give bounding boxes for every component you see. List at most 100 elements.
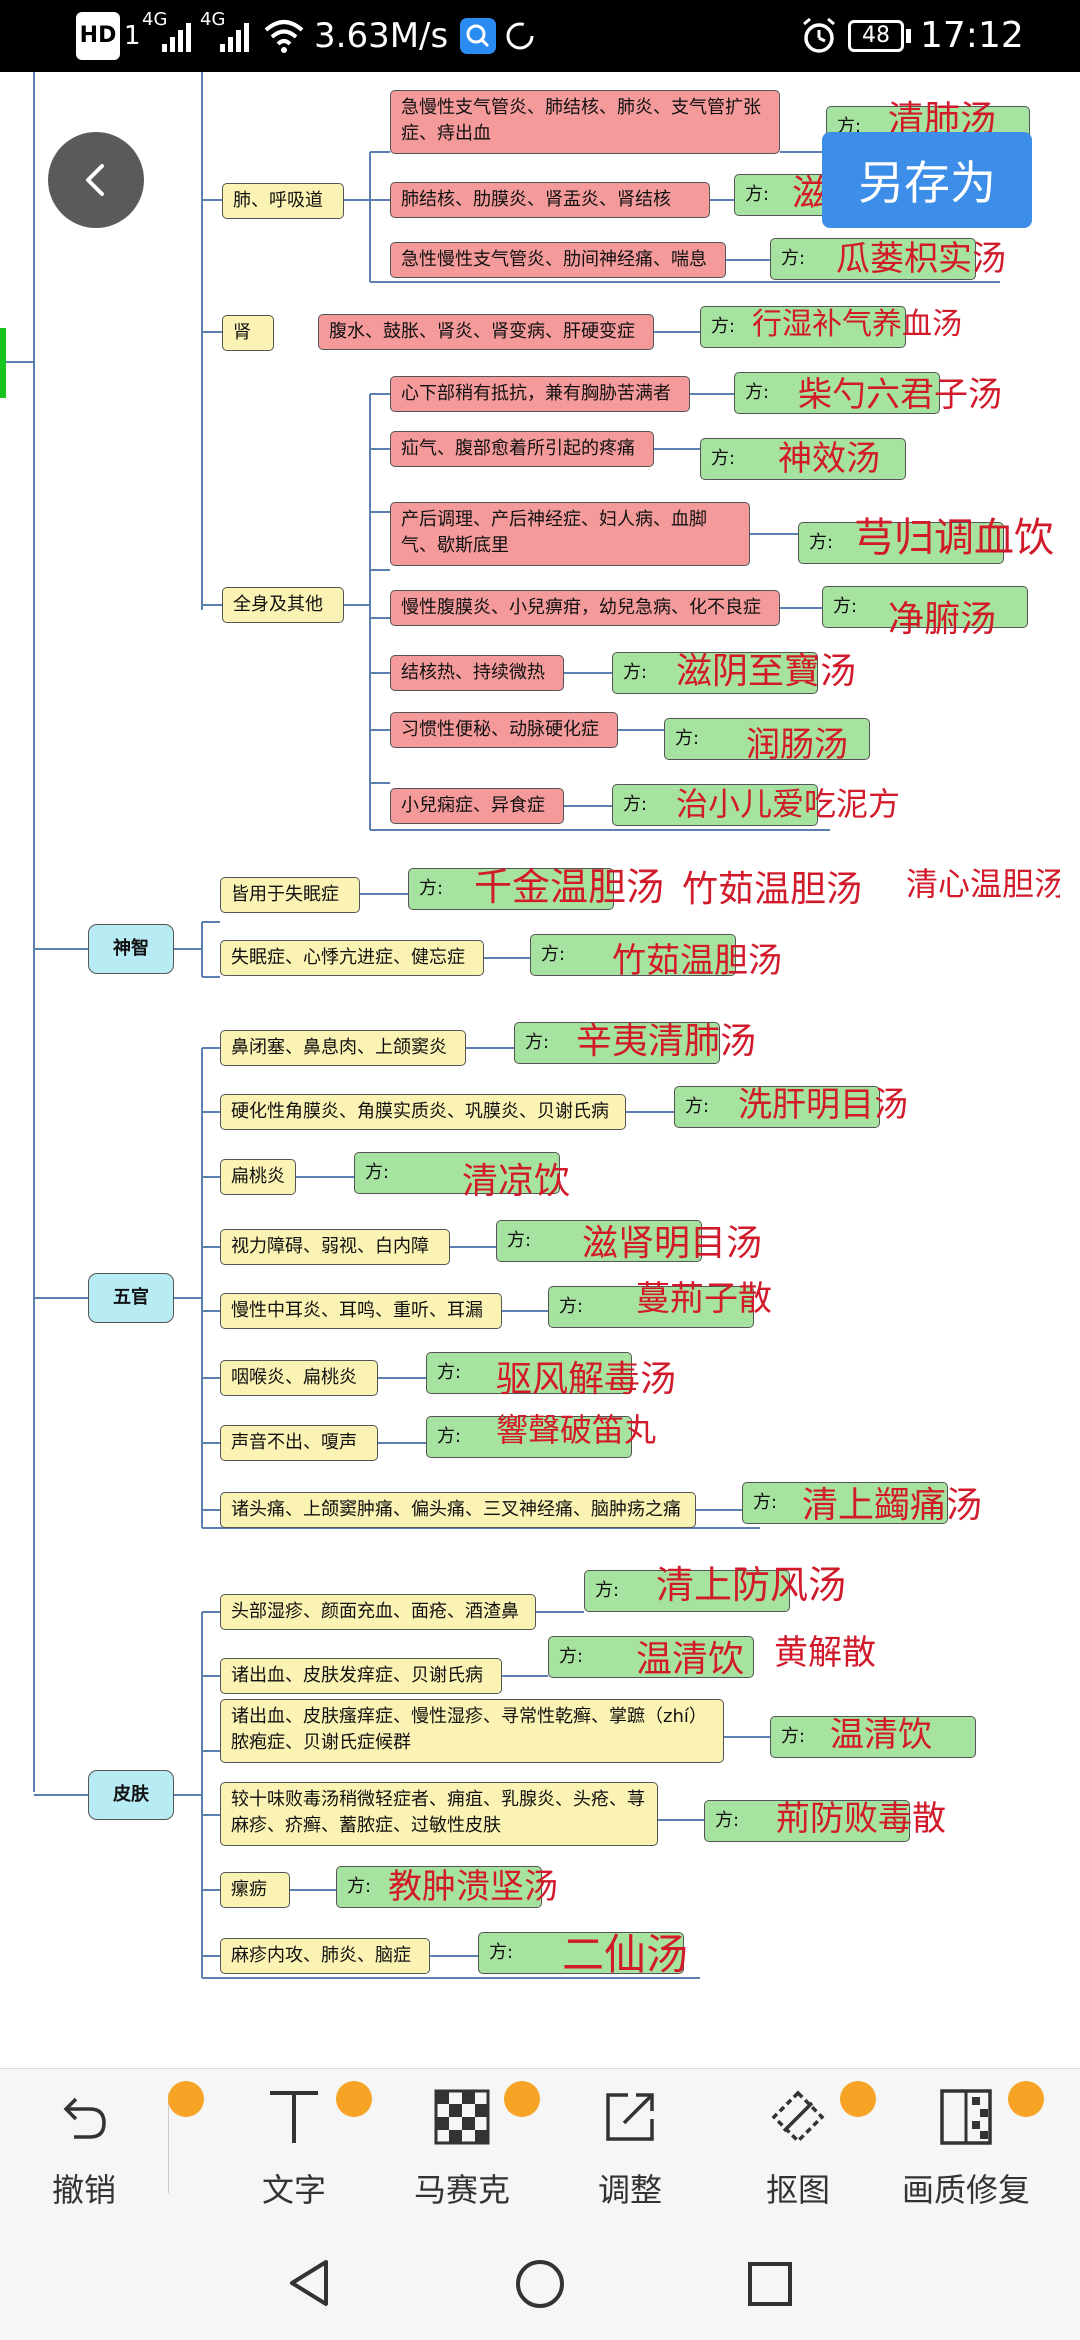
- signal-icon: [162, 23, 191, 52]
- formula-jingfu: 净腑汤: [888, 599, 997, 640]
- premium-crown-icon: [336, 2081, 372, 2117]
- formula-box-erxian: 方:: [478, 1932, 684, 1974]
- rx-prefix: 方:: [833, 596, 858, 617]
- formula-box-runchang: 方:: [664, 718, 870, 760]
- formula-box-gualou: 方:: [770, 238, 976, 280]
- tool-adjust[interactable]: 调整: [546, 2069, 714, 2221]
- save-as-button[interactable]: 另存为: [822, 132, 1032, 228]
- formula-box-jiaozhong: 方:: [336, 1866, 542, 1908]
- sim-indicator: 1: [124, 21, 141, 51]
- tool-undo[interactable]: 撤销: [0, 2069, 168, 2221]
- formula-box-jingfang: 方:: [704, 1800, 910, 1842]
- formula-qingliang: 清凉饮: [462, 1161, 571, 1202]
- disease-epigastric: 心下部稍有抵抗，兼有胸胁苦满者: [390, 376, 690, 412]
- category-wuguan: 五官: [88, 1273, 174, 1323]
- alarm-icon: [803, 17, 835, 53]
- signal-icon-2: [220, 23, 249, 52]
- formula-box-shenxiao: 方:: [700, 438, 906, 480]
- formula-box-xiangsheng: 方:: [426, 1416, 632, 1458]
- hd-badge: HD: [76, 12, 120, 60]
- disease-child-epilepsy: 小兒痫症、异食症: [390, 788, 564, 824]
- side-edge-tab[interactable]: [0, 328, 6, 398]
- group-label: 扁桃炎: [231, 1166, 285, 1187]
- rx-prefix: 方:: [437, 1362, 462, 1383]
- group-label: 视力障碍、弱视、白内障: [231, 1236, 429, 1257]
- group-label: 麻疹内攻、肺炎、脑症: [231, 1945, 411, 1966]
- back-nav-icon[interactable]: [286, 2258, 334, 2308]
- home-nav-icon[interactable]: [514, 2258, 566, 2310]
- disease-label: 急性慢性支气管炎、肋间神经痛、喘息: [401, 249, 707, 270]
- formula-chaishao: 柴勺六君子汤: [798, 375, 1002, 415]
- group-label: 诸出血、皮肤瘙痒症、慢性湿疹、寻常性乾癣、掌蹠（zhí）脓疱症、贝谢氏症候群: [231, 1706, 707, 1753]
- formula-erxian: 二仙汤: [562, 1930, 689, 1979]
- formula-box-manjing: 方:: [548, 1286, 754, 1328]
- formula-zhuru: 竹茹温胆汤: [612, 941, 782, 981]
- formula-xiangsheng: 響聲破笛丸: [496, 1411, 657, 1449]
- rx-prefix: 方:: [437, 1426, 462, 1447]
- formula-box-xingshi: 方:: [700, 306, 906, 348]
- rx-prefix: 方:: [715, 1810, 740, 1831]
- mindmap-image-canvas[interactable]: 神智 五官 皮肤 肺、呼吸道 肾 全身及其他 皆用于失眠症 失眠症、心悸亢进症、…: [0, 72, 1060, 2042]
- formula-box-xinyi: 方:: [514, 1022, 720, 1064]
- mosaic-icon: [434, 2089, 490, 2145]
- disease-acute-bronchitis: 急性慢性支气管炎、肋间神经痛、喘息: [390, 242, 726, 278]
- group-label: 慢性中耳炎、耳鸣、重听、耳漏: [231, 1300, 483, 1321]
- disease-label: 疝气、腹部愈着所引起的疼痛: [401, 438, 635, 459]
- tool-mosaic[interactable]: 马赛克: [378, 2069, 546, 2221]
- disease-label: 心下部稍有抵抗，兼有胸胁苦满者: [401, 383, 671, 404]
- loading-icon: [506, 22, 534, 50]
- category-label: 皮肤: [113, 1784, 149, 1805]
- battery-tip: [906, 29, 911, 43]
- group-tonsillitis: 扁桃炎: [220, 1159, 296, 1195]
- rx-prefix: 方:: [745, 382, 770, 403]
- tool-label: 文字: [261, 2171, 326, 2209]
- tool-text[interactable]: 文字: [210, 2069, 378, 2221]
- formula-box-zhuru: 方:: [530, 934, 736, 976]
- category-label: 神智: [113, 938, 149, 959]
- formula-box-wenqing-1: 方:: [548, 1636, 754, 1678]
- formula-jiaozhong: 教肿溃坚汤: [388, 1867, 558, 1907]
- formula-box-qingshang: 方:: [742, 1482, 948, 1524]
- formula-nifang: 治小儿爱吃泥方: [676, 785, 901, 823]
- rx-prefix: 方:: [595, 1580, 620, 1601]
- formula-runchang: 润肠汤: [746, 725, 848, 765]
- group-label: 声音不出、嗄声: [231, 1432, 357, 1453]
- premium-crown-icon: [504, 2081, 540, 2117]
- group-label: 咽喉炎、扁桃炎: [231, 1367, 357, 1388]
- formula-box-xionggui: 方:: [798, 522, 1004, 564]
- formula-xigan: 洗肝明目汤: [738, 1085, 908, 1125]
- rx-prefix: 方:: [753, 1492, 778, 1513]
- rx-prefix: 方:: [837, 116, 862, 137]
- formula-qingshang: 清上蠲痛汤: [802, 1485, 983, 1526]
- formula-gualou: 瓜蒌枳实汤: [836, 239, 1006, 279]
- formula-shenxiao: 神效汤: [778, 439, 880, 479]
- formula-qingxin: 清心温胆汤: [906, 865, 1060, 903]
- group-ear: 慢性中耳炎、耳鸣、重听、耳漏: [220, 1293, 502, 1329]
- disease-peritonitis: 慢性腹膜炎、小兒痹疳，幼兒急病、化不良症: [390, 590, 780, 626]
- rx-prefix: 方:: [685, 1096, 710, 1117]
- group-label: 肾: [233, 322, 251, 343]
- back-button[interactable]: [48, 132, 144, 228]
- formula-jingfang: 荊防败毒散: [776, 1799, 946, 1839]
- recents-nav-icon[interactable]: [746, 2260, 794, 2308]
- premium-crown-icon: [840, 2081, 876, 2117]
- disease-label: 产后调理、产后神经症、妇人病、血脚气、歇斯底里: [401, 509, 707, 556]
- group-label: 较十味败毒汤稍微轻症者、痈疽、乳腺炎、头疮、荨麻疹、疥癣、蓄脓症、过敏性皮肤: [231, 1789, 645, 1836]
- group-label: 诸头痛、上颌窦肿痛、偏头痛、三叉神经痛、脑肿疡之痛: [231, 1499, 681, 1520]
- tool-label: 马赛克: [413, 2171, 510, 2209]
- tool-quality-repair[interactable]: 画质修复: [882, 2069, 1050, 2221]
- formula-wenqing-1: 温清饮: [636, 1639, 745, 1680]
- group-label: 诸出血、皮肤发痒症、贝谢氏病: [231, 1665, 483, 1686]
- system-nav-bar: [0, 2220, 1080, 2340]
- formula-xingshi: 行湿补气养血汤: [752, 307, 962, 342]
- wifi-icon: [264, 20, 304, 53]
- rx-prefix: 方:: [559, 1646, 584, 1667]
- formula-zhuru-alt: 竹茹温胆汤: [682, 869, 863, 910]
- group-insomnia-palpitation: 失眠症、心悸亢进症、健忘症: [220, 940, 484, 976]
- disease-label: 结核热、持续微热: [401, 662, 545, 683]
- group-bleeding-pruritus: 诸出血、皮肤瘙痒症、慢性湿疹、寻常性乾癣、掌蹠（zhí）脓疱症、贝谢氏症候群: [220, 1699, 724, 1763]
- disease-label: 慢性腹膜炎、小兒痹疳，幼兒急病、化不良症: [401, 597, 761, 618]
- tool-cutout[interactable]: 抠图: [714, 2069, 882, 2221]
- disease-label: 肺结核、肋膜炎、肾盂炎、肾结核: [401, 189, 671, 210]
- formula-box-fangfeng: 方:: [584, 1570, 790, 1612]
